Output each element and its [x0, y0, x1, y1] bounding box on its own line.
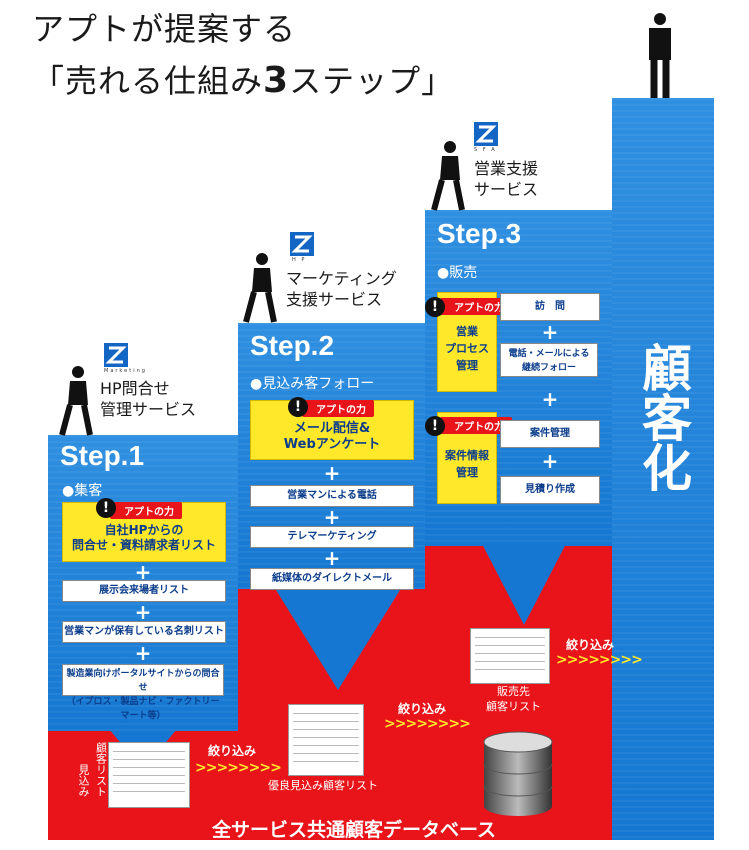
step3-item-line: 継続フォロー: [521, 363, 576, 373]
service-line: 支援サービス: [286, 290, 383, 309]
customer-list-label: 販売先 顧客リスト: [486, 684, 541, 714]
title-number: 3: [263, 60, 290, 101]
step2-highlight-line: メール配信&: [293, 421, 371, 436]
service-line: 営業支援: [474, 159, 539, 178]
step1-item-line: （イプロス・製品ナビ・ファクトリーマート等）: [66, 697, 220, 721]
step3-highlight-line: プロセス: [445, 342, 489, 355]
logo-caption: S F A: [474, 147, 497, 153]
step2-title: Step.2: [250, 330, 335, 361]
step2-item: 紙媒体のダイレクトメール: [250, 568, 414, 590]
step3-service-label: 営業支援 サービス: [474, 158, 538, 200]
arrow-chevrons-icon: >>>>>>>>: [556, 652, 643, 668]
service-line: 管理サービス: [100, 400, 197, 419]
funnel-step2: [276, 590, 400, 690]
prospect-list-line: 見込み: [77, 764, 90, 797]
step3-subtitle: ●販売: [437, 265, 478, 281]
standing-person-icon: [643, 12, 677, 104]
step3-highlight-line: 案件情報: [445, 449, 489, 462]
plus-icon: +: [541, 320, 559, 344]
customer-column: [612, 98, 714, 840]
logo-caption: Marketing: [104, 368, 147, 374]
step1-highlight-line: 問合せ・資料請求者リスト: [71, 538, 216, 552]
step3-highlight-line: 営業: [456, 325, 478, 338]
exclamation-icon: !: [288, 397, 308, 417]
exclamation-icon: !: [425, 416, 445, 436]
step1-title: Step.1: [60, 440, 145, 471]
step2-item: 営業マンによる電話: [250, 485, 414, 507]
page-title-line2: 「売れる仕組み3ステップ」: [32, 56, 454, 102]
step1-subtitle: ●集客: [62, 483, 103, 499]
exclamation-icon: !: [425, 297, 445, 317]
power-tag: アプトの力: [440, 417, 512, 434]
customer-list-doc-icon: [470, 628, 550, 684]
step2-subtitle: ●見込み客フォロー: [250, 376, 375, 392]
service-line: HP問合せ: [100, 379, 170, 398]
customer-list-line: 顧客リスト: [486, 700, 541, 713]
step3-item: 案件管理: [500, 420, 600, 448]
step2-highlight-line: Webアンケート: [283, 437, 381, 452]
exclamation-icon: !: [96, 498, 116, 518]
step1-item-line: 製造業向けポータルサイトからの問合せ: [66, 669, 220, 693]
narrow-label: 絞り込み: [208, 744, 257, 758]
plus-icon: +: [541, 449, 559, 473]
step3-item: 見積り作成: [500, 476, 600, 504]
good-prospect-list-doc-icon: [288, 704, 364, 776]
step1-item: 展示会来場者リスト: [62, 580, 226, 602]
step1-highlight-line: 自社HPからの: [104, 523, 184, 537]
step2-service-label: マーケティング 支援サービス: [286, 268, 397, 310]
plus-icon: +: [134, 560, 152, 584]
title-suffix: ステップ」: [289, 62, 455, 100]
walking-person-icon: [56, 365, 96, 441]
service-line: マーケティング: [286, 269, 397, 288]
walking-person-icon: [428, 140, 468, 216]
good-prospect-list-label: 優良見込み顧客リスト: [268, 779, 378, 792]
plus-icon: +: [323, 505, 341, 529]
customer-label: 顧客化: [630, 342, 696, 508]
database-label: 全サービス共通顧客データベース: [212, 819, 497, 841]
step1-highlight: 自社HPからの 問合せ・資料請求者リスト: [62, 502, 226, 562]
prospect-list-label: 見込み 顧客リスト: [76, 742, 108, 801]
step3-item-followup: 電話・メールによる 継続フォロー: [500, 343, 598, 377]
step1-item: 営業マンが保有している名刺リスト: [62, 621, 226, 643]
step2-item: テレマーケティング: [250, 526, 414, 548]
step3-highlight-line: 管理: [456, 466, 478, 479]
narrow-label: 絞り込み: [398, 702, 447, 716]
narrow-label: 絞り込み: [566, 638, 615, 652]
plus-icon: +: [323, 546, 341, 570]
step1-item-portal: 製造業向けポータルサイトからの問合せ （イプロス・製品ナビ・ファクトリーマート等…: [62, 664, 224, 721]
walking-person-icon: [240, 252, 280, 328]
hp-logo-icon: [290, 232, 314, 256]
step3-highlight-line: 管理: [456, 359, 478, 372]
page-title-line1: アプトが提案する: [32, 10, 297, 48]
prospect-list-doc-icon: [108, 742, 190, 808]
plus-icon: +: [541, 387, 559, 411]
step3-item: 訪 問: [500, 293, 600, 321]
service-line: サービス: [474, 180, 539, 199]
customer-list-line: 販売先: [497, 685, 530, 698]
power-tag: アプトの力: [302, 400, 374, 417]
arrow-chevrons-icon: >>>>>>>>: [384, 716, 471, 732]
plus-icon: +: [134, 600, 152, 624]
step1-service-label: HP問合せ 管理サービス: [100, 378, 196, 420]
marketing-logo-icon: [104, 343, 128, 367]
plus-icon: +: [323, 461, 341, 485]
power-tag: アプトの力: [440, 298, 512, 315]
power-tag: アプトの力: [110, 502, 182, 519]
sfa-logo-icon: [474, 122, 498, 146]
step3-title: Step.3: [437, 218, 522, 249]
step3-item-line: 電話・メールによる: [508, 349, 590, 359]
title-prefix: 「売れる仕組み: [32, 62, 264, 100]
plus-icon: +: [134, 641, 152, 665]
database-icon: [482, 730, 554, 824]
arrow-chevrons-icon: >>>>>>>>: [195, 760, 282, 776]
prospect-list-line: 顧客リスト: [94, 742, 108, 797]
customer-text: 顧客化: [634, 342, 692, 492]
logo-caption: H P: [292, 257, 307, 263]
